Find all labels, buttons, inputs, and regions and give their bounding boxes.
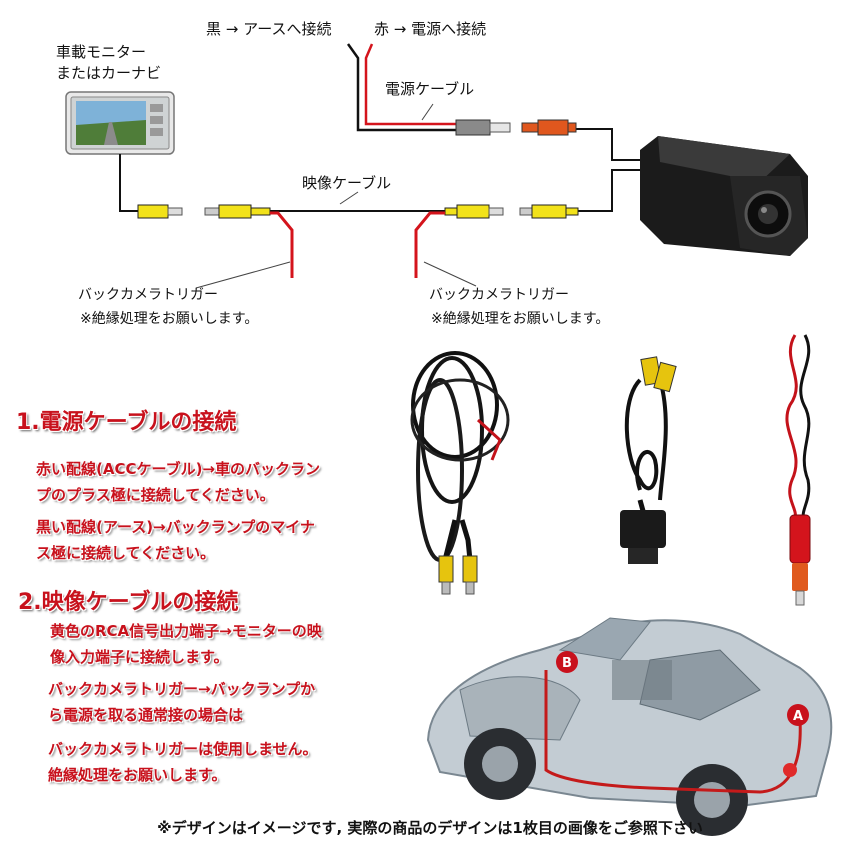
section2-paragraph2: バックカメラトリガー→バックランプか ら電源を取る通常接の場合は xyxy=(48,676,315,728)
trigger-right-note: ※絶縁処理をお願いします。 xyxy=(431,311,610,327)
monitor-icon xyxy=(65,91,175,155)
section2-p3-line2: 絶縁処理をお願いします。 xyxy=(48,766,227,784)
section1-p2-line2: ス極に接続してください。 xyxy=(36,544,216,562)
trigger-wire-right xyxy=(414,211,445,278)
red-wire-legend: 赤 → 電源へ接続 xyxy=(374,20,487,38)
trigger-left-label: バックカメラトリガー xyxy=(78,287,218,303)
section1-paragraph1: 赤い配線(ACCケーブル)→車のバックラン プのプラス極に接続してください。 xyxy=(36,456,320,508)
section2-title: 2.映像ケーブルの接続 xyxy=(18,590,239,615)
monitor-label-line1: 車載モニター xyxy=(56,43,147,61)
power-cable-label: 電源ケーブル xyxy=(385,80,475,98)
video-cable-wire xyxy=(119,154,640,212)
rca-connector-left-pair xyxy=(137,204,271,219)
marker-b-label: B xyxy=(562,656,572,671)
section2-paragraph1: 黄色のRCA信号出力端子→モニターの映 像入力端子に接続します。 xyxy=(50,618,322,670)
coiled-cable-photo xyxy=(410,351,510,595)
section1-p1-line1: 赤い配線(ACCケーブル)→車のバックラン xyxy=(36,460,321,478)
section2-p2-line2: ら電源を取る通常接の場合は xyxy=(48,706,244,724)
footer-disclaimer: ※デザインはイメージです, 実際の商品のデザインは1枚目の画像をご参照下さい xyxy=(157,819,703,837)
section1-paragraph2: 黒い配線(アース)→バックランプのマイナ ス極に接続してください。 xyxy=(36,514,315,566)
monitor-label-line2: またはカーナビ xyxy=(56,64,162,82)
marker-a-label: A xyxy=(793,709,803,724)
car-illustration xyxy=(426,617,833,836)
dc-connector-female xyxy=(521,119,577,136)
section2-p1-line1: 黄色のRCA信号出力端子→モニターの映 xyxy=(50,622,322,640)
rca-connector-right-pair xyxy=(444,204,579,219)
section1-p1-line2: プのプラス極に接続してください。 xyxy=(36,486,275,504)
section1-p2-line1: 黒い配線(アース)→バックランプのマイナ xyxy=(36,518,315,536)
trigger-left-note: ※絶縁処理をお願いします。 xyxy=(80,311,259,327)
power-lead-photo xyxy=(785,334,811,606)
video-cable-label: 映像ケーブル xyxy=(302,174,392,192)
black-wire-legend: 黒 → アースへ接続 xyxy=(206,20,332,38)
dc-connector-male xyxy=(455,119,511,136)
power-cable-wire xyxy=(346,43,640,161)
section2-p3-line1: バックカメラトリガーは使用しません。 xyxy=(48,740,318,758)
section1-title: 1.電源ケーブルの接続 xyxy=(16,410,237,435)
trigger-wire-left xyxy=(270,211,294,278)
section2-p1-line2: 像入力端子に接続します。 xyxy=(50,648,229,666)
trigger-right-label: バックカメラトリガー xyxy=(429,287,569,303)
section2-paragraph3: バックカメラトリガーは使用しません。 絶縁処理をお願いします。 xyxy=(48,736,318,788)
camera-lead-photo xyxy=(620,356,677,564)
section2-p2-line1: バックカメラトリガー→バックランプか xyxy=(48,680,316,698)
camera-icon xyxy=(640,136,808,256)
